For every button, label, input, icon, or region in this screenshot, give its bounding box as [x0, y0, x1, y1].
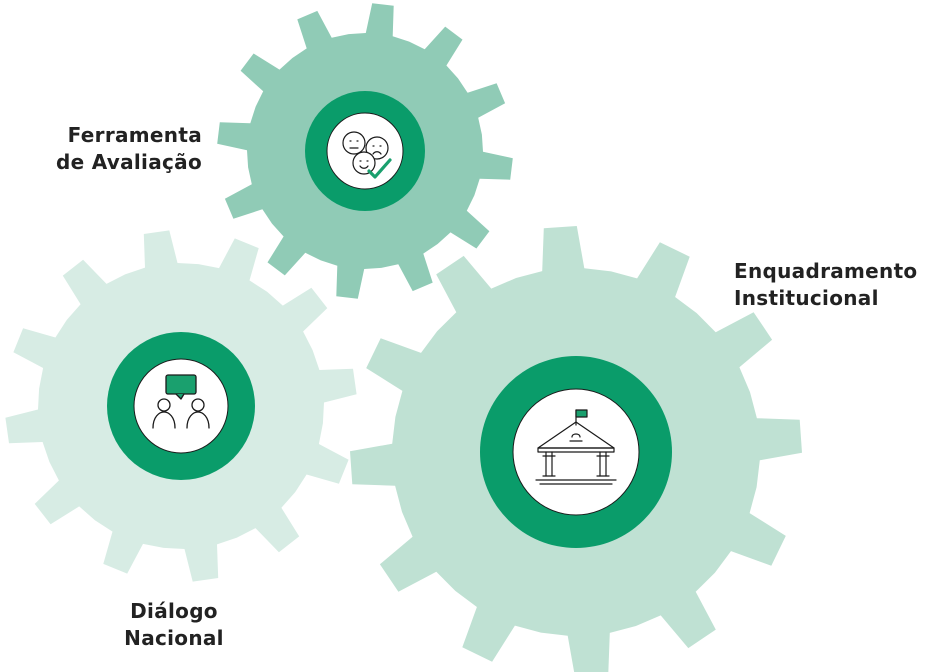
label-line: Nacional: [124, 626, 224, 650]
label-line: de Avaliação: [55, 150, 202, 174]
label-enquadramento-institucional: Enquadramento Institucional: [734, 258, 917, 312]
institution-building-icon: [535, 409, 617, 485]
dialogue-people-icon: [152, 374, 210, 429]
gear-dialogo: [5, 230, 357, 582]
label-dialogo-nacional: Diálogo Nacional: [104, 598, 244, 652]
label-line: Ferramenta: [67, 123, 202, 147]
gear-top-center: [326, 112, 404, 190]
gear-left-center: [133, 358, 229, 454]
label-ferramenta-de-avaliacao: Ferramenta de Avaliação: [56, 122, 202, 176]
label-line: Institucional: [734, 286, 879, 310]
gear-enquadramento: [350, 226, 802, 672]
gear-ferramenta: [217, 3, 513, 299]
label-line: Enquadramento: [734, 259, 918, 283]
faces-check-icon: [342, 131, 392, 179]
label-line: Diálogo: [130, 599, 218, 623]
